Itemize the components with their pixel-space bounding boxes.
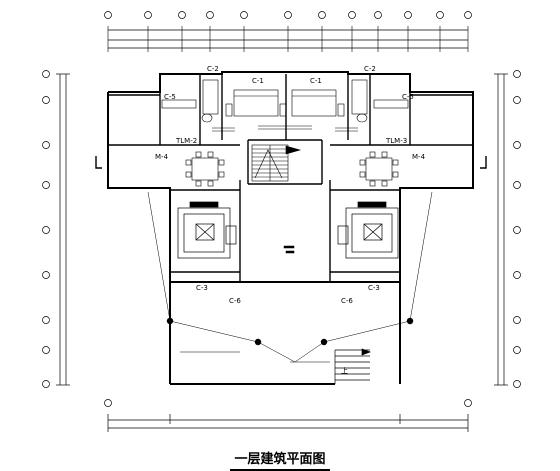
window-label-c1-right: C-1	[310, 77, 322, 85]
opening-labels: C-2 C-1 C-1 C-2 C-5 C-5 TLM-2 TLM-3 M-4 …	[155, 65, 426, 375]
drawing-title: 一层建筑平面图	[230, 448, 330, 471]
hall-marker	[283, 245, 295, 254]
door-label-m4-left: M-4	[155, 153, 169, 161]
corridor-hatching	[212, 125, 358, 132]
window-label-c1-left: C-1	[252, 77, 264, 85]
stair-up-label: 上	[341, 366, 348, 375]
left-axis-bubbles	[42, 70, 50, 388]
bottom-axis-bubbles	[104, 399, 472, 407]
bathroom-fixtures	[161, 79, 409, 123]
window-label-c5-right: C-5	[402, 93, 414, 101]
master-beds	[225, 89, 345, 117]
door-label-tlm3: TLM-3	[385, 137, 407, 145]
interior-walls	[108, 74, 473, 282]
bottom-dimension-lines	[107, 414, 469, 432]
living-sofa-left	[177, 201, 237, 259]
front-terrace	[334, 348, 371, 384]
top-dimension-lines	[107, 26, 469, 52]
window-label-c2-left: C-2	[207, 65, 219, 73]
dining-table-left	[185, 151, 225, 187]
drawing-title-wrap: 一层建筑平面图	[0, 448, 560, 471]
living-sofa-right	[337, 201, 399, 259]
columns	[166, 317, 414, 346]
door-label-tlm2: TLM-2	[175, 137, 197, 145]
right-axis-bubbles	[513, 70, 521, 388]
window-label-c3-left: C-3	[196, 284, 208, 292]
door-label-m4-right: M-4	[412, 153, 426, 161]
right-dimension-lines	[494, 73, 508, 386]
window-label-c6-right: C-6	[341, 297, 353, 305]
left-dimension-lines	[56, 73, 70, 386]
window-label-c5-left: C-5	[164, 93, 176, 101]
staircase	[251, 144, 302, 182]
wall-marks	[95, 156, 487, 169]
construction-guides	[147, 191, 433, 363]
window-label-c6-left: C-6	[229, 297, 241, 305]
dining-table-right	[359, 151, 399, 187]
exterior-walls	[107, 71, 474, 385]
window-label-c3-right: C-3	[368, 284, 380, 292]
window-label-c2-right: C-2	[364, 65, 376, 73]
top-axis-bubbles	[104, 11, 472, 19]
